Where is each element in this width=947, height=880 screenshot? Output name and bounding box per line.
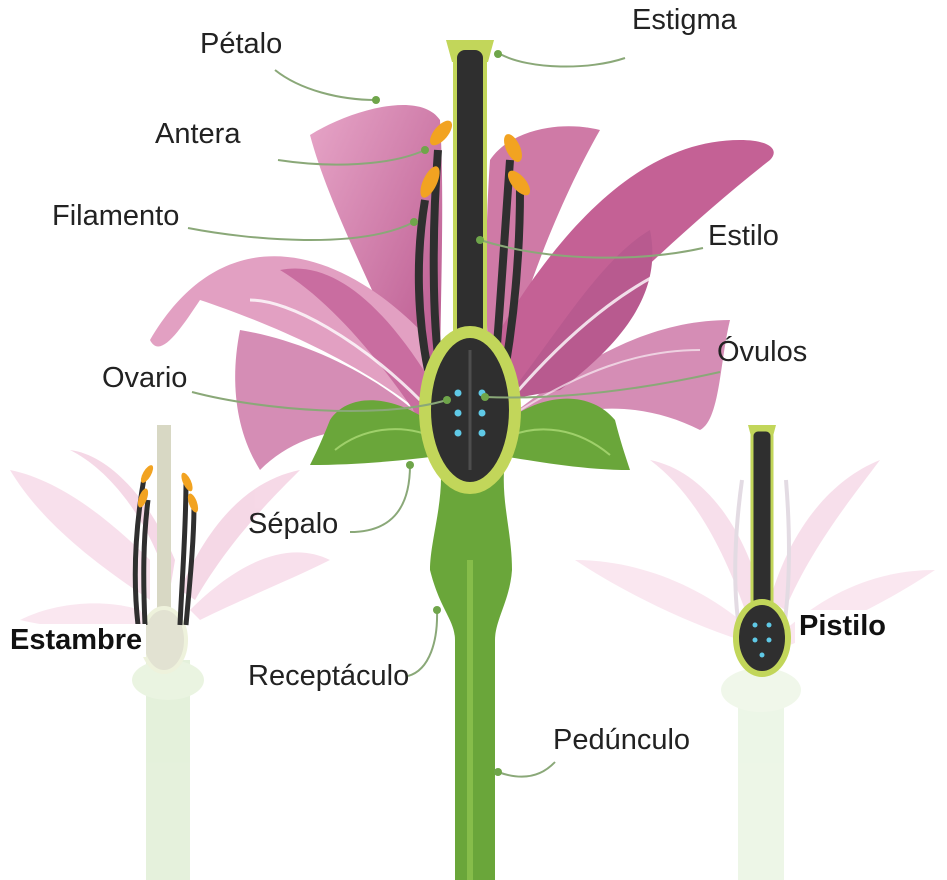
pistil-style xyxy=(752,430,772,610)
leader-dot xyxy=(406,461,414,469)
leader-sepalo xyxy=(350,465,410,532)
label-pistilo: Pistilo xyxy=(795,610,890,643)
label-petalo: Pétalo xyxy=(200,30,282,59)
pistil-ovule xyxy=(767,638,772,643)
label-receptaculo: Receptáculo xyxy=(248,662,409,691)
label-pedunculo: Pedúnculo xyxy=(553,726,690,755)
leader-pedunculo xyxy=(498,762,555,777)
label-estigma: Estigma xyxy=(632,6,737,35)
leader-estigma xyxy=(500,54,625,67)
faded-pistil-style xyxy=(157,425,171,625)
label-filamento: Filamento xyxy=(52,202,179,231)
label-estilo: Estilo xyxy=(708,222,779,251)
leader-dot xyxy=(494,768,502,776)
leader-dot xyxy=(481,393,489,401)
leader-dot xyxy=(443,396,451,404)
style xyxy=(455,48,485,358)
faded-petal xyxy=(575,560,740,640)
ovule xyxy=(479,430,486,437)
label-ovulos: Óvulos xyxy=(717,338,807,367)
label-sepalo: Sépalo xyxy=(248,510,338,539)
pistil-ovule xyxy=(753,623,758,628)
pistil-ovule xyxy=(767,623,772,628)
leader-receptaculo xyxy=(408,610,437,676)
ovule xyxy=(455,390,462,397)
leader-petalo xyxy=(275,70,376,100)
pistil-ovule xyxy=(760,653,765,658)
ovule xyxy=(455,430,462,437)
leader-dot xyxy=(433,606,441,614)
leader-dot xyxy=(372,96,380,104)
leader-dot xyxy=(410,218,418,226)
leader-dot xyxy=(494,50,502,58)
stamen-filament xyxy=(180,480,186,625)
ovule xyxy=(455,410,462,417)
label-antera: Antera xyxy=(155,120,240,149)
pistil-ovule xyxy=(753,638,758,643)
pistil-ovary xyxy=(736,602,788,674)
leader-dot xyxy=(476,236,484,244)
ovule xyxy=(479,410,486,417)
faded-filament xyxy=(785,480,789,620)
leader-dot xyxy=(421,146,429,154)
label-ovario: Ovario xyxy=(102,364,187,393)
label-estambre: Estambre xyxy=(6,624,146,657)
